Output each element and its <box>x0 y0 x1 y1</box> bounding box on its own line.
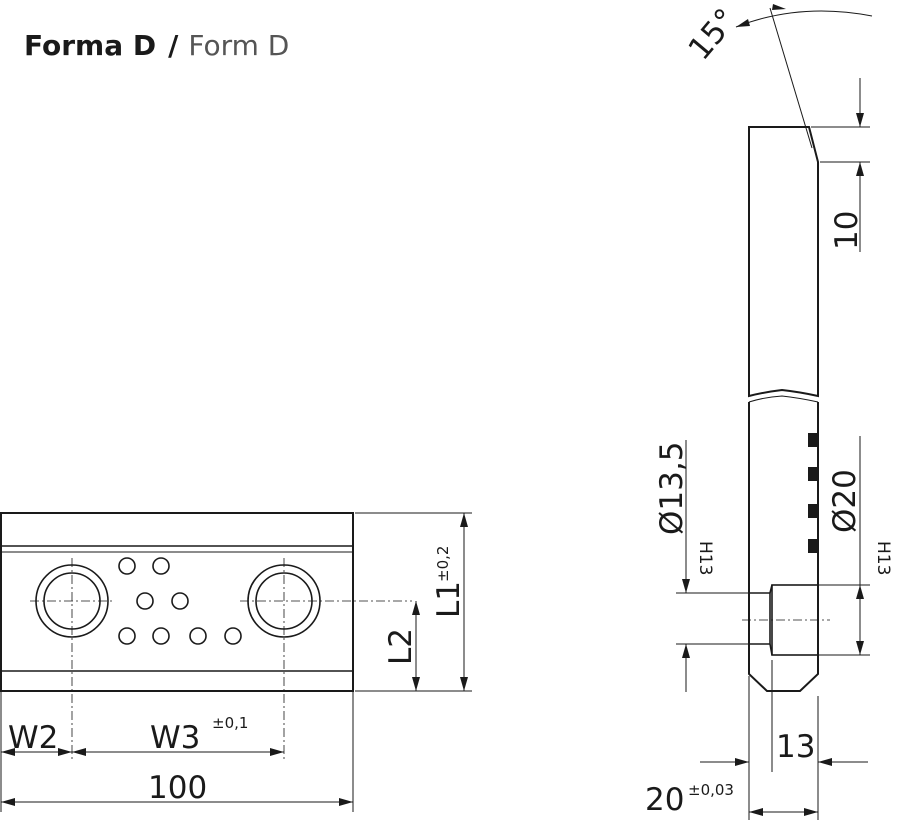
front-body-outline <box>0 512 354 692</box>
front-view <box>0 512 412 760</box>
l1-label: L1 <box>431 581 467 618</box>
height-label: 10 <box>829 211 865 250</box>
angle-arc <box>735 10 873 28</box>
arrowhead <box>736 19 750 27</box>
arrowhead <box>856 113 864 127</box>
arrowhead <box>749 808 763 816</box>
hidden-edge-mark <box>808 504 818 518</box>
title-bold: Forma D <box>24 29 156 62</box>
side-view <box>742 126 830 692</box>
bore-step <box>769 584 773 594</box>
side-body-upper <box>748 126 819 398</box>
bore-diameter-label: Ø13,5 <box>654 442 690 535</box>
arrowhead <box>412 677 420 691</box>
arrowhead <box>412 601 420 615</box>
small-hole <box>224 627 242 645</box>
w3-tolerance: ±0,1 <box>212 714 248 732</box>
arrowhead <box>1 798 15 806</box>
front-dimensions: W2 W3 ±0,1 100 L2 L1 ±0,2 <box>0 512 472 812</box>
title-light: Form D <box>188 29 289 62</box>
side-body-lower <box>748 402 819 692</box>
side-break-line <box>748 395 819 403</box>
bore-step <box>769 643 773 656</box>
arrowhead <box>856 641 864 655</box>
arrowhead <box>270 748 284 756</box>
hidden-edge-mark <box>808 433 818 447</box>
arrowhead <box>804 808 818 816</box>
arrowhead <box>772 4 786 10</box>
arrowhead <box>72 748 86 756</box>
arrowhead <box>856 162 864 176</box>
arrowhead <box>682 644 690 658</box>
small-hole <box>118 627 136 645</box>
arrowhead <box>460 513 468 527</box>
arrowhead <box>682 579 690 593</box>
small-hole <box>189 627 207 645</box>
arrowhead <box>856 585 864 599</box>
thickness-tolerance: ±0,03 <box>688 781 734 799</box>
small-hole <box>152 627 170 645</box>
l1-tolerance: ±0,2 <box>434 546 452 582</box>
side-dimensions: 15° 10 Ø13,5 H13 Ø20 H13 13 <box>645 2 893 820</box>
angle-label: 15° <box>682 2 745 67</box>
w2-label: W2 <box>8 720 58 756</box>
hidden-edge-mark <box>808 539 818 553</box>
arrowhead <box>460 677 468 691</box>
small-hole <box>171 592 189 610</box>
thickness-label: 20 <box>645 782 684 818</box>
small-hole <box>136 592 154 610</box>
arrowhead <box>818 758 832 766</box>
arrowhead <box>1 748 15 756</box>
small-hole <box>118 557 136 575</box>
small-hole <box>152 557 170 575</box>
counterbore-fit-label: H13 <box>873 541 893 575</box>
l2-label: L2 <box>383 628 419 665</box>
depth-label: 13 <box>776 729 815 765</box>
hidden-edge-mark <box>808 467 818 481</box>
w3-label: W3 <box>150 720 200 756</box>
arrowhead <box>735 758 749 766</box>
bore-fit-label: H13 <box>695 541 715 575</box>
title-separator: / <box>168 29 179 62</box>
counterbore-diameter-label: Ø20 <box>827 469 863 533</box>
arrowhead <box>339 798 353 806</box>
width-label: 100 <box>148 770 207 806</box>
arrowhead <box>58 748 72 756</box>
angle-reference-line <box>769 7 813 149</box>
title: Forma D / Form D <box>24 29 289 62</box>
